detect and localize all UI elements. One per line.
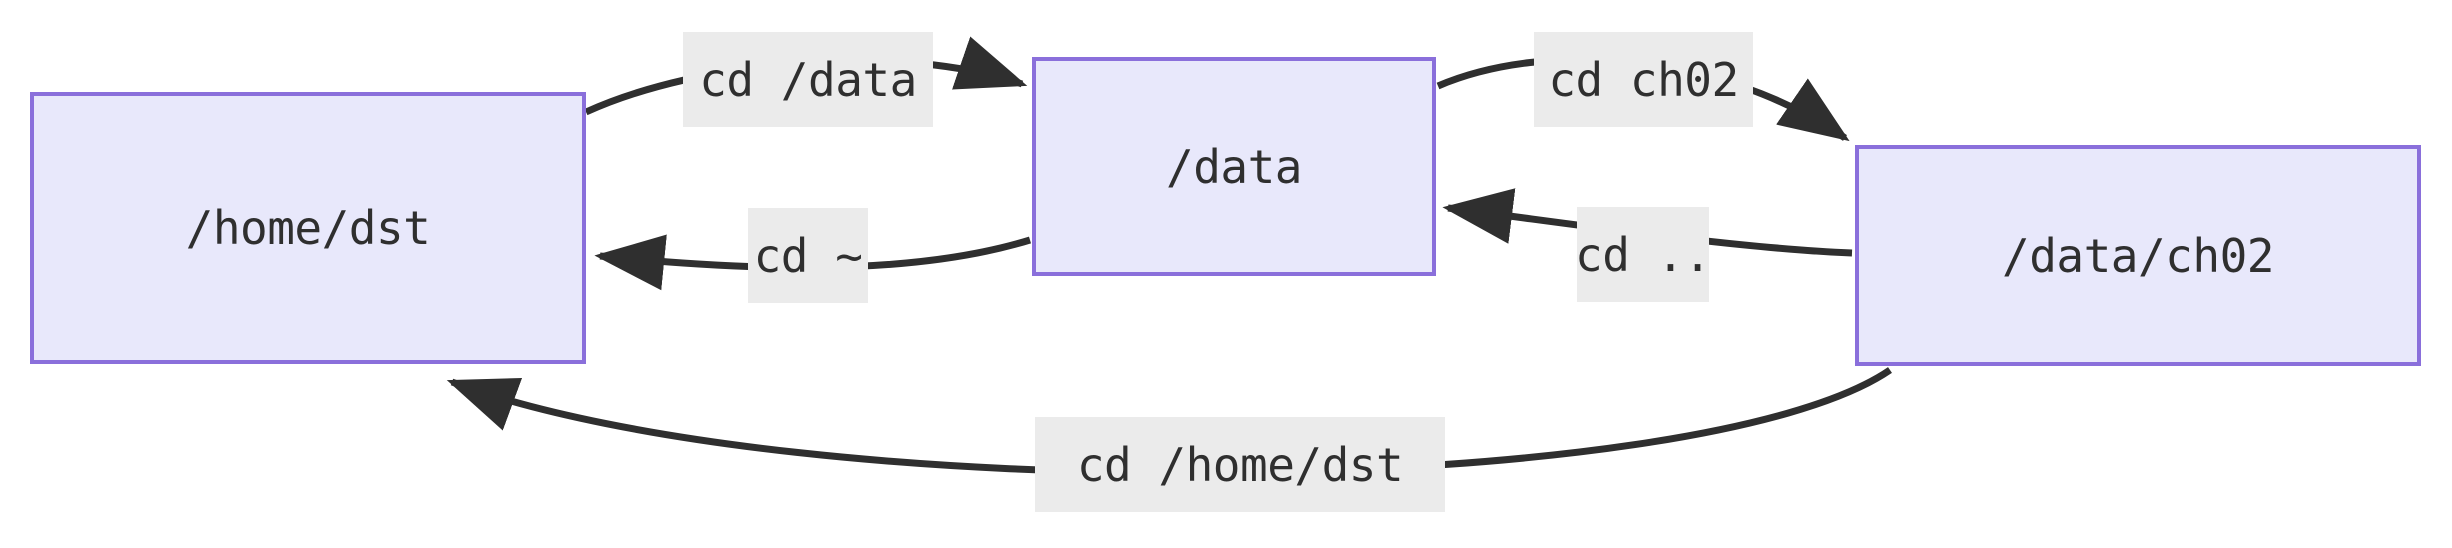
edge-label-cd-home-dst: cd /home/dst	[1035, 417, 1445, 512]
edge-label-cd-ch02: cd ch02	[1534, 32, 1753, 127]
edge-label-cd-tilde-text: cd ~	[753, 228, 863, 283]
edge-label-cd-tilde: cd ~	[748, 208, 868, 303]
node-data-ch02-label: /data/ch02	[2002, 228, 2274, 283]
edge-label-cd-ch02-text: cd ch02	[1548, 52, 1739, 107]
node-data-ch02[interactable]: /data/ch02	[1855, 145, 2421, 366]
edge-label-cd-data: cd /data	[683, 32, 933, 127]
node-home-dst-label: /home/dst	[185, 201, 431, 255]
node-data[interactable]: /data	[1032, 57, 1436, 276]
edge-label-cd-dotdot-text: cd ..	[1575, 227, 1711, 282]
edge-label-cd-data-text: cd /data	[699, 52, 917, 107]
edge-label-cd-dotdot: cd ..	[1575, 207, 1711, 302]
edge-label-cd-home-dst-text: cd /home/dst	[1076, 437, 1404, 492]
node-home-dst[interactable]: /home/dst	[30, 92, 586, 364]
node-data-label: /data	[1166, 139, 1302, 194]
